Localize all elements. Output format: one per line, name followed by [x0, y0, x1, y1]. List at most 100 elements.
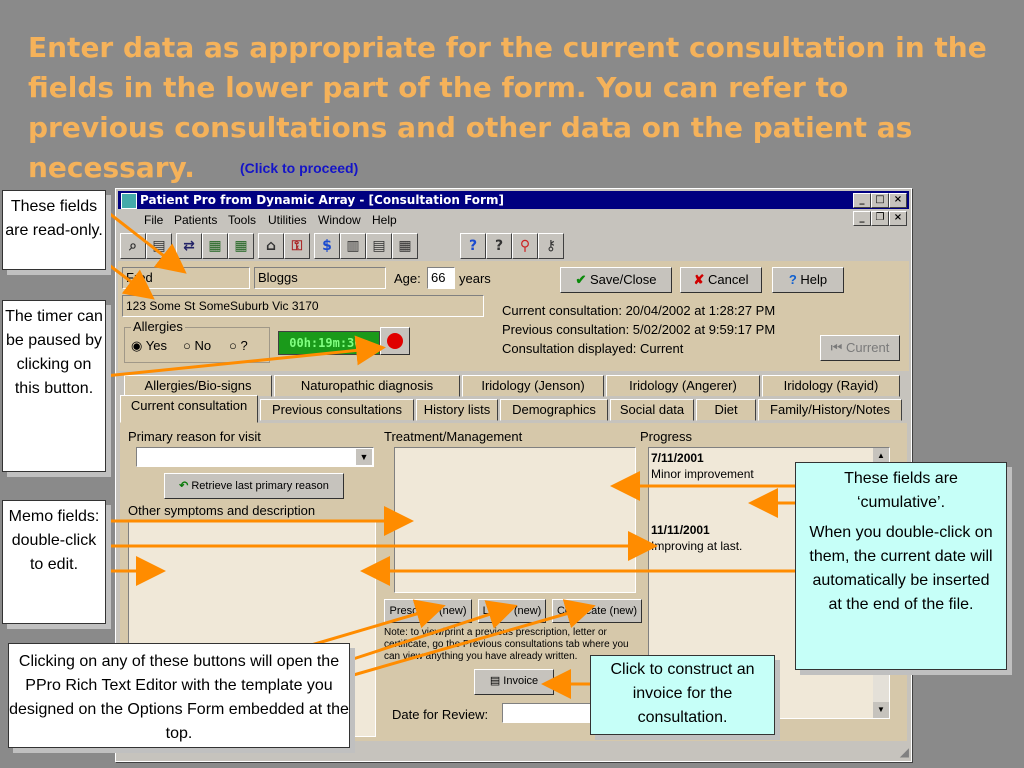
tab-strip: Allergies/Bio-signs Naturopathic diagnos…: [120, 375, 907, 423]
treatment-label: Treatment/Management: [384, 429, 523, 444]
calendar-icon[interactable]: ▦: [392, 233, 418, 259]
address-field: 123 Some St SomeSuburb Vic 3170: [122, 295, 484, 317]
invoice-icon: ▤: [489, 675, 501, 687]
lock-icon[interactable]: ⚿: [284, 233, 310, 259]
dollar-icon[interactable]: $: [314, 233, 340, 259]
menu-help[interactable]: Help: [372, 213, 397, 227]
callout-memo: Memo fields: double-click to edit.: [2, 500, 106, 624]
tab-iridology-angerer[interactable]: Iridology (Angerer): [606, 375, 760, 397]
person-help-icon[interactable]: ?: [486, 233, 512, 259]
allergy-no-radio[interactable]: ○ No: [183, 338, 212, 353]
save-close-button[interactable]: ✔ Save/Close: [560, 267, 672, 293]
resize-grip-icon[interactable]: ◢: [899, 745, 909, 759]
help-button[interactable]: ? Help: [772, 267, 844, 293]
tab-current-consultation[interactable]: Current consultation: [120, 395, 258, 423]
toolbar: ⌕▤⇄▦▦⌂⚿$▥▤▦??⚲⚷: [120, 231, 907, 259]
help-icon[interactable]: ?: [460, 233, 486, 259]
primary-reason-label: Primary reason for visit: [128, 429, 261, 444]
consultation-displayed-info: Consultation displayed: Current: [502, 341, 684, 356]
callout-cumulative-title: These fields are ‘cumulative’.: [844, 470, 958, 511]
last-name-field: Bloggs: [254, 267, 386, 289]
tab-previous-consultations[interactable]: Previous consultations: [260, 399, 414, 421]
progress-entry-text: Improving at last.: [651, 539, 743, 553]
invoice-button[interactable]: ▤ Invoice: [474, 669, 554, 695]
callout-invoice: Click to construct an invoice for the co…: [590, 655, 775, 735]
tab-social-data[interactable]: Social data: [610, 399, 694, 421]
record-icon: [387, 333, 403, 349]
maximize-button[interactable]: □: [871, 193, 889, 208]
age-field: 66: [427, 267, 455, 289]
current-button[interactable]: ⏮ Current: [820, 335, 900, 361]
progress-entry-text: Minor improvement: [651, 467, 754, 481]
window-title: Patient Pro from Dynamic Array - [Consul…: [140, 193, 504, 207]
allergy-yes-radio[interactable]: ◉ Yes: [131, 338, 167, 353]
calculator-icon[interactable]: ▦: [202, 233, 228, 259]
tab-naturopathic[interactable]: Naturopathic diagnosis: [274, 375, 460, 397]
arrow-prescribe: [307, 599, 446, 648]
tab-demographics[interactable]: Demographics: [500, 399, 608, 421]
callout-timer: The timer can be paused by clicking on t…: [2, 300, 106, 472]
retrieve-reason-button[interactable]: ↶ Retrieve last primary reason: [164, 473, 344, 499]
tab-iridology-rayid[interactable]: Iridology (Rayid): [762, 375, 900, 397]
progress-entry: 7/11/2001 Minor improvement: [651, 450, 754, 482]
tab-diet[interactable]: Diet: [696, 399, 756, 421]
treatment-memo[interactable]: [394, 447, 636, 593]
child-restore-button[interactable]: ❐: [871, 211, 889, 226]
proceed-link[interactable]: (Click to proceed): [240, 160, 359, 176]
progress-entry: 11/11/2001 Improving at last.: [651, 522, 742, 554]
minimize-button[interactable]: _: [853, 193, 871, 208]
chevron-down-icon: ▼: [356, 449, 372, 465]
previous-consultation-info: Previous consultation: 5/02/2002 at 9:59…: [502, 322, 776, 337]
primary-reason-select[interactable]: ▼: [136, 447, 374, 467]
scroll-down-icon[interactable]: ▼: [873, 702, 889, 718]
arrow-timer: [104, 335, 386, 378]
grid-icon[interactable]: ▦: [228, 233, 254, 259]
other-symptoms-label: Other symptoms and description: [128, 503, 316, 518]
arrow-certificate: [349, 599, 596, 678]
child-minimize-button[interactable]: _: [853, 211, 871, 226]
menu-utilities[interactable]: Utilities: [268, 213, 307, 227]
radio-icon: ○: [229, 338, 237, 353]
retrieve-icon: ↶: [179, 480, 189, 492]
age-label: Age:: [394, 271, 421, 286]
report-icon[interactable]: ▤: [366, 233, 392, 259]
checkmark-icon: ✔: [575, 272, 587, 287]
help-icon: ?: [788, 272, 797, 287]
skip-back-icon: ⏮: [830, 340, 843, 355]
callout-editor: Clicking on any of these buttons will op…: [8, 643, 350, 748]
close-button[interactable]: ×: [889, 193, 907, 208]
tab-iridology-jenson[interactable]: Iridology (Jenson): [462, 375, 604, 397]
pin-icon[interactable]: ⚲: [512, 233, 538, 259]
callout-cumulative-body: When you double-click on them, the curre…: [809, 524, 993, 613]
tab-allergies[interactable]: Allergies/Bio-signs: [124, 375, 272, 397]
review-date-label: Date for Review:: [392, 707, 489, 722]
allergy-unknown-radio[interactable]: ○ ?: [229, 338, 248, 353]
age-unit-label: years: [459, 271, 491, 286]
arrow-read-only-address: [104, 260, 155, 300]
radio-selected-icon: ◉: [131, 338, 143, 353]
menu-bar: File Patients Tools Utilities Window Hel…: [118, 211, 909, 229]
callout-cumulative: These fields are ‘cumulative’. When you …: [795, 462, 1007, 670]
progress-entry-date: 7/11/2001: [651, 451, 704, 465]
menu-file[interactable]: File: [144, 213, 164, 227]
tab-family-history[interactable]: Family/History/Notes: [758, 399, 902, 421]
menu-patients[interactable]: Patients: [174, 213, 218, 227]
chart-icon[interactable]: ▥: [340, 233, 366, 259]
app-icon: [121, 193, 137, 209]
scroll-up-icon[interactable]: ▲: [873, 448, 889, 464]
note-text: Note: to view/print a previous prescript…: [384, 627, 629, 661]
radio-icon: ○: [183, 338, 191, 353]
patient-header-panel: Fred Bloggs Age: 66 years 123 Some St So…: [118, 261, 909, 371]
house-icon[interactable]: ⌂: [258, 233, 284, 259]
progress-label: Progress: [640, 429, 693, 444]
instruction-heading: Enter data as appropriate for the curren…: [28, 31, 987, 184]
menu-tools[interactable]: Tools: [228, 213, 257, 227]
cancel-button[interactable]: ✘ Cancel: [680, 267, 762, 293]
tab-history-lists[interactable]: History lists: [416, 399, 498, 421]
key-icon[interactable]: ⚷: [538, 233, 564, 259]
callout-read-only: These fields are read-only.: [2, 190, 106, 270]
menu-window[interactable]: Window: [318, 213, 361, 227]
child-close-button[interactable]: ×: [889, 211, 907, 226]
arrow-read-only-name: [104, 208, 187, 274]
